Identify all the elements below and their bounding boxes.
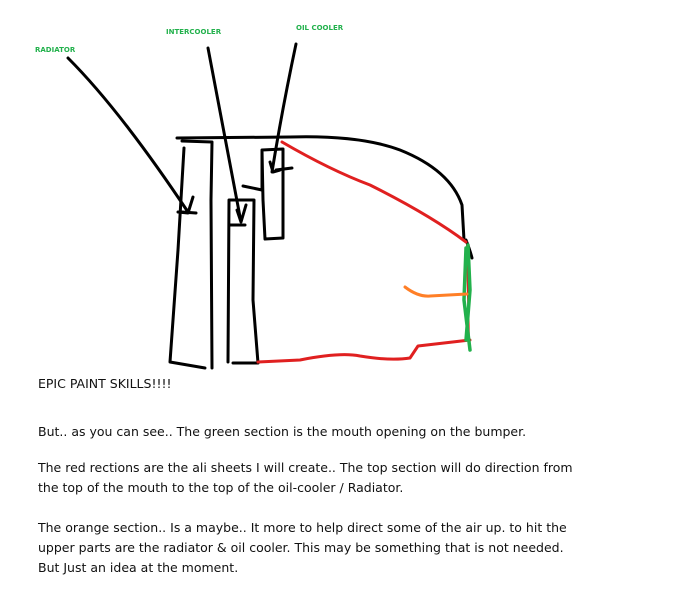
- sketch: [66, 42, 474, 370]
- intercooler-block: [226, 184, 264, 365]
- oil-cooler-pointer: [268, 42, 298, 174]
- green-mouth: [462, 243, 472, 352]
- paragraph-2-line-2: the top of the mouth to the top of the o…: [38, 480, 404, 495]
- paragraph-2-line-1: The red rections are the ali sheets I wi…: [38, 460, 573, 475]
- bumper-outline: [175, 135, 474, 260]
- label-intercooler: INTERCOOLER: [166, 28, 222, 36]
- red-bottom-sheet: [256, 338, 472, 364]
- radiator-pointer: [66, 56, 198, 215]
- paragraph-3-line-2: upper parts are the radiator & oil coole…: [38, 540, 564, 555]
- label-oil-cooler: OIL COOLER: [296, 24, 344, 32]
- paragraph-1: But.. as you can see.. The green section…: [38, 424, 527, 439]
- paragraph-3-line-3: But Just an idea at the moment.: [38, 560, 239, 575]
- intercooler-pointer: [206, 46, 248, 224]
- heading: EPIC PAINT SKILLS!!!!: [38, 376, 172, 391]
- label-radiator: RADIATOR: [35, 46, 76, 54]
- orange-deflector: [403, 285, 469, 298]
- paragraph-3-line-1: The orange section.. Is a maybe.. It mor…: [38, 520, 567, 535]
- red-top-sheet: [280, 140, 468, 244]
- radiator-block: [168, 139, 214, 370]
- oil-cooler-block: [260, 147, 285, 241]
